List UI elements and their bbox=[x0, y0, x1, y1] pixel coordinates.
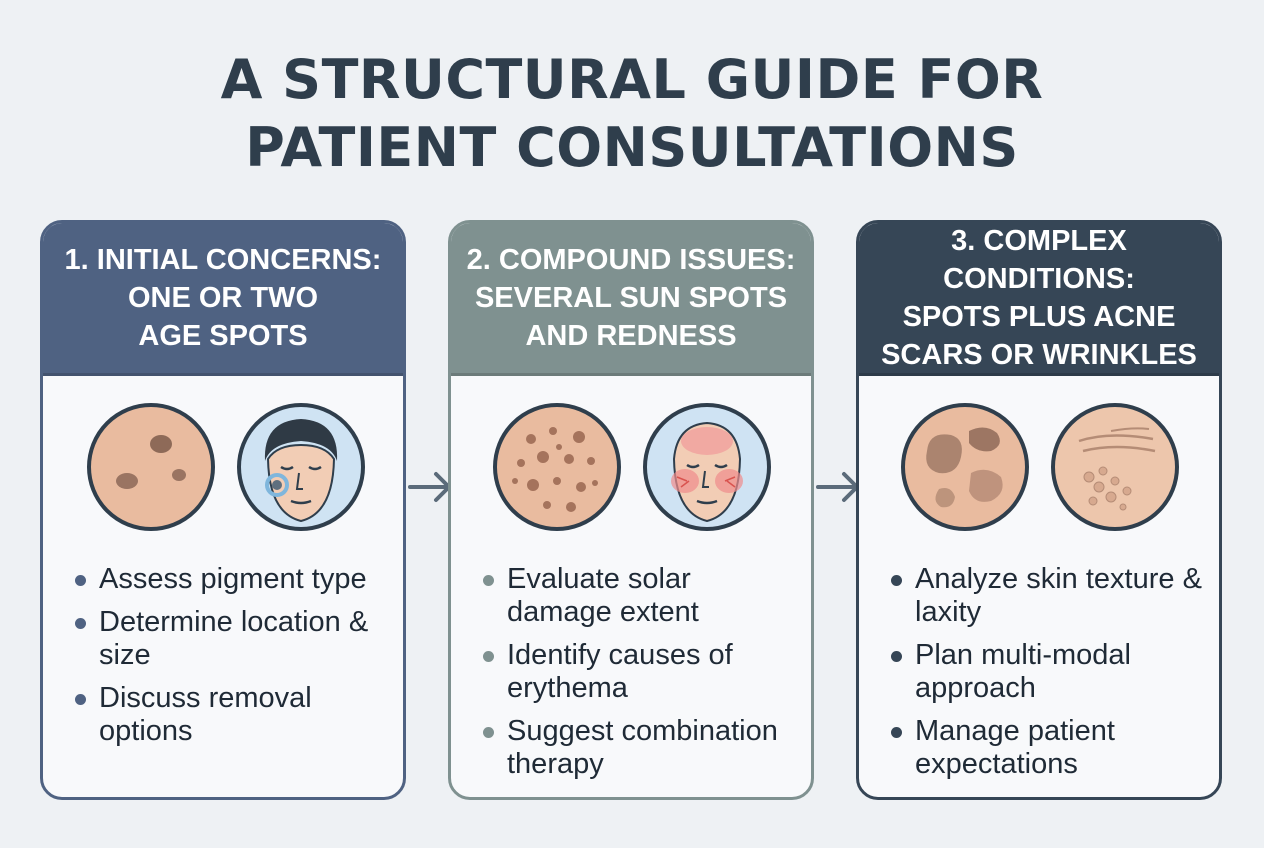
face-redness-icon bbox=[643, 403, 771, 531]
heading-line: AGE SPOTS bbox=[138, 320, 308, 352]
bullet-item: Determine location & size bbox=[73, 606, 389, 672]
card-compound-issues: 2. COMPOUND ISSUES: SEVERAL SUN SPOTS AN… bbox=[448, 220, 814, 800]
heading-line: SCARS OR WRINKLES bbox=[881, 339, 1197, 371]
heading-line: 3. COMPLEX CONDITIONS: bbox=[943, 225, 1135, 295]
card-initial-concerns: 1. INITIAL CONCERNS: ONE OR TWO AGE SPOT… bbox=[40, 220, 406, 800]
face-spot-highlight-icon bbox=[237, 403, 365, 531]
bullet-item: Manage patient expectations bbox=[889, 715, 1205, 781]
card-heading: 1. INITIAL CONCERNS: ONE OR TWO AGE SPOT… bbox=[43, 223, 403, 376]
bullet-item: Plan multi-modal approach bbox=[889, 639, 1205, 705]
title-line-2: PATIENT CONSULTATIONS bbox=[245, 116, 1019, 179]
heading-line: SEVERAL SUN SPOTS bbox=[474, 282, 788, 314]
card-complex-conditions: 3. COMPLEX CONDITIONS: SPOTS PLUS ACNE S… bbox=[856, 220, 1222, 800]
bullet-item: Identify causes of erythema bbox=[481, 639, 797, 705]
card-heading: 2. COMPOUND ISSUES: SEVERAL SUN SPOTS AN… bbox=[451, 223, 811, 376]
heading-line: AND REDNESS bbox=[525, 320, 737, 352]
skin-two-spots-icon bbox=[87, 403, 215, 531]
heading-line: 1. INITIAL CONCERNS: bbox=[64, 244, 382, 276]
skin-wrinkles-scars-icon bbox=[1051, 403, 1179, 531]
title-line-1: A STRUCTURAL GUIDE FOR bbox=[220, 48, 1044, 111]
page-title: A STRUCTURAL GUIDE FOR PATIENT CONSULTAT… bbox=[0, 46, 1264, 182]
bullet-list: Evaluate solar damage extent Identify ca… bbox=[481, 563, 797, 791]
skin-large-patches-icon bbox=[901, 403, 1029, 531]
skin-many-spots-icon bbox=[493, 403, 621, 531]
card-heading: 3. COMPLEX CONDITIONS: SPOTS PLUS ACNE S… bbox=[859, 223, 1219, 376]
bullet-item: Assess pigment type bbox=[73, 563, 389, 596]
heading-line: SPOTS PLUS ACNE bbox=[902, 301, 1176, 333]
heading-line: ONE OR TWO bbox=[127, 282, 319, 314]
bullet-item: Suggest combination therapy bbox=[481, 715, 797, 781]
heading-line: 2. COMPOUND ISSUES: bbox=[466, 244, 796, 276]
bullet-item: Evaluate solar damage extent bbox=[481, 563, 797, 629]
bullet-item: Discuss removal options bbox=[73, 682, 389, 748]
bullet-list: Assess pigment type Determine location &… bbox=[73, 563, 389, 758]
bullet-list: Analyze skin texture & laxity Plan multi… bbox=[889, 563, 1205, 791]
bullet-item: Analyze skin texture & laxity bbox=[889, 563, 1205, 629]
